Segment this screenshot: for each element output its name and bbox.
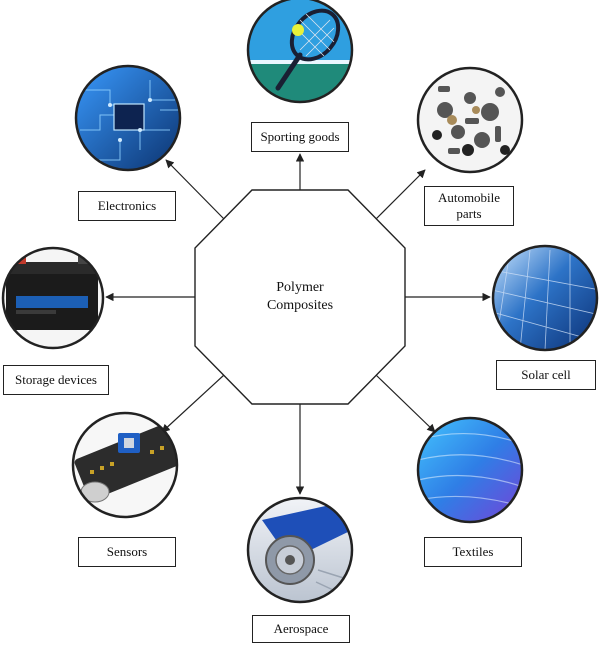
tennis-racket-icon xyxy=(246,0,354,104)
battery-icon xyxy=(1,246,105,350)
solar-panel-icon xyxy=(491,244,599,352)
label-sporting-goods: Sporting goods xyxy=(251,122,349,152)
label-electronics: Electronics xyxy=(78,191,176,221)
connector-arrows xyxy=(105,153,491,495)
sensor-module-icon xyxy=(71,411,179,519)
label-sensors: Sensors xyxy=(78,537,176,567)
label-automobile-parts: Automobile parts xyxy=(424,186,514,226)
circuit-board-icon xyxy=(74,64,182,172)
label-textiles: Textiles xyxy=(424,537,522,567)
arrow-textiles xyxy=(375,374,436,433)
fabric-rolls-icon xyxy=(416,416,524,524)
label-aerospace: Aerospace xyxy=(252,615,350,643)
center-label: Polymer Composites xyxy=(266,280,334,313)
arrow-electronics xyxy=(165,159,225,220)
arrow-sensors xyxy=(161,374,225,433)
label-solar-cell: Solar cell xyxy=(496,360,596,390)
jet-engine-icon xyxy=(246,496,354,604)
arrow-automobile-parts xyxy=(375,169,426,220)
center-octagon xyxy=(194,189,406,405)
label-storage-devices: Storage devices xyxy=(3,365,109,395)
auto-parts-icon xyxy=(416,66,524,174)
